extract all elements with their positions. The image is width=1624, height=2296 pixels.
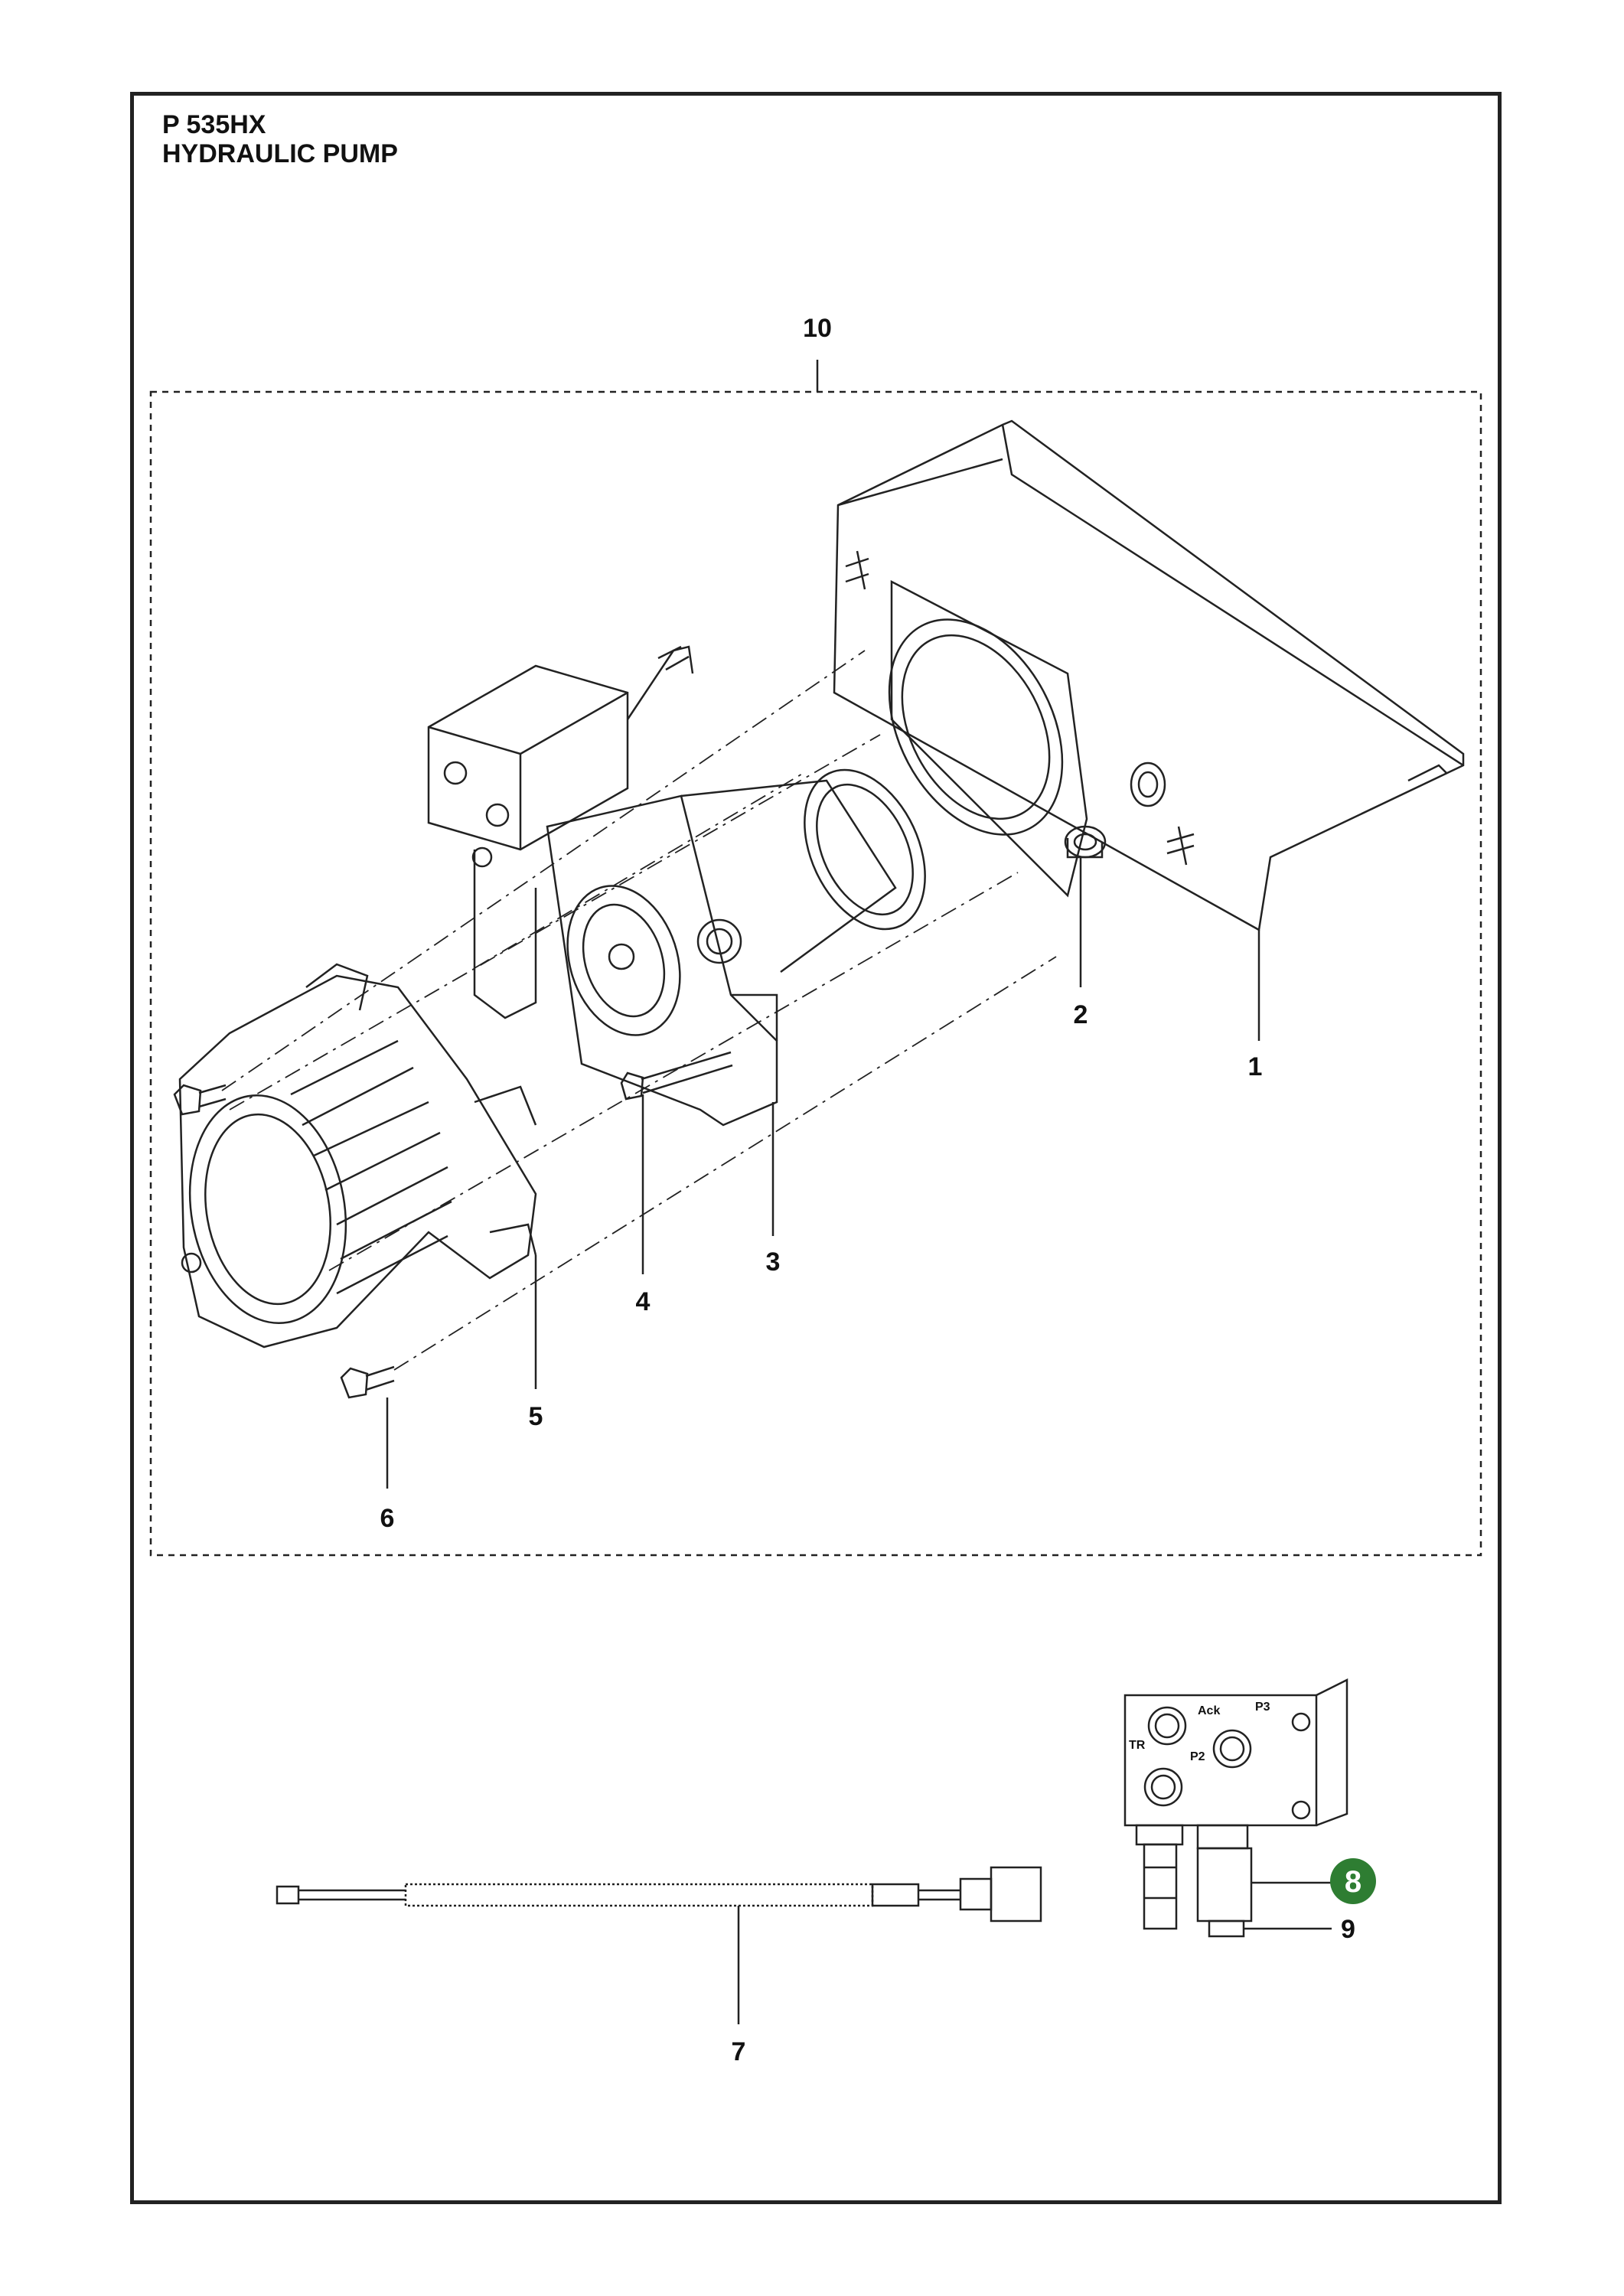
part-8-valve-block [1123, 1678, 1348, 1938]
callout-10: 10 [803, 314, 832, 343]
part-4-pump-bolt [620, 1051, 733, 1274]
sheet-border [130, 92, 1502, 2204]
part-1-tank [833, 419, 1465, 931]
model-name: P 535HX [162, 110, 266, 139]
assembly-axis-lines [221, 650, 1057, 1371]
port-tr-label: TR [1129, 1739, 1146, 1752]
callout-1: 1 [1248, 1052, 1263, 1081]
port-p3-label: P3 [1255, 1701, 1270, 1714]
section-title: HYDRAULIC PUMP [162, 139, 398, 168]
port-ack-label: Ack [1198, 1704, 1220, 1717]
callout-3: 3 [766, 1247, 781, 1277]
callout-8: 8 [1345, 1865, 1361, 1899]
highlight-marker-8 [1330, 1858, 1376, 1904]
part-6-motor-bolt [173, 1084, 395, 1489]
callout-2: 2 [1074, 1000, 1088, 1029]
assembly-boundary [149, 390, 1482, 1557]
callout-6: 6 [380, 1504, 395, 1533]
port-p2-label: P2 [1190, 1750, 1205, 1763]
sheet-title: P 535HX HYDRAULIC PUMP [162, 110, 398, 168]
part-7-harness [276, 1866, 1042, 2024]
callout-7: 7 [732, 2037, 746, 2066]
callout-5: 5 [529, 1402, 543, 1431]
part-3-pump [546, 768, 926, 1236]
part-5-motor [178, 963, 537, 1389]
callout-4: 4 [636, 1287, 651, 1316]
callout-9: 9 [1341, 1915, 1355, 1944]
part-2-fitting [1064, 825, 1107, 987]
pump-valve-block [427, 645, 694, 1019]
